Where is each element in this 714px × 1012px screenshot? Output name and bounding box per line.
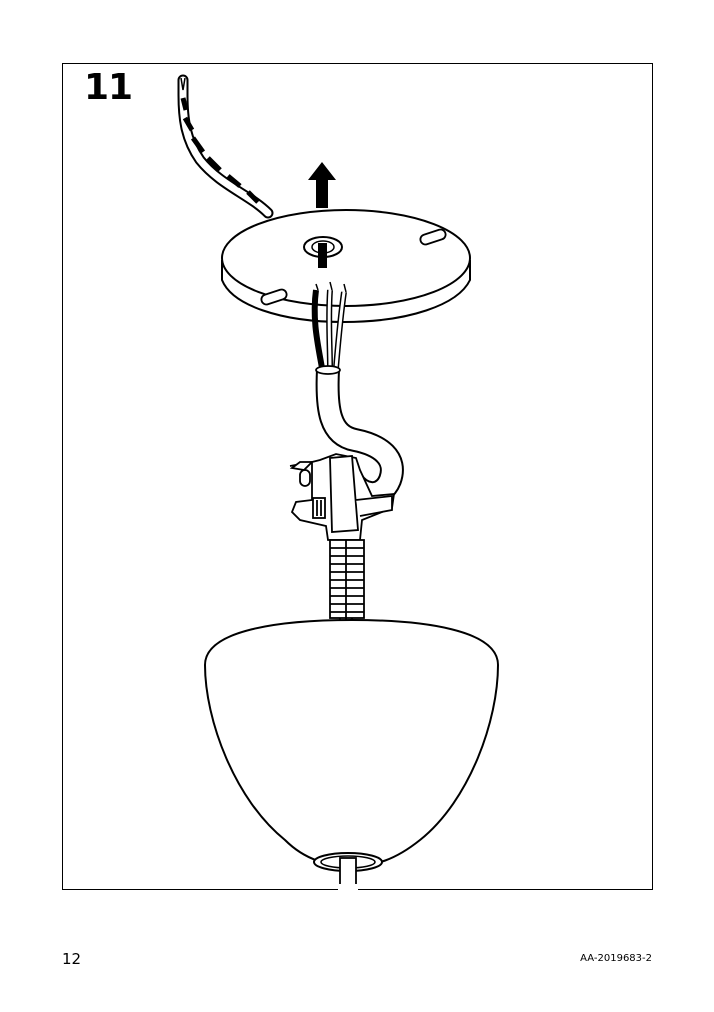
step-number: 11 (84, 67, 133, 108)
up-arrow-icon (308, 162, 336, 208)
ceiling-canopy-icon (221, 209, 471, 324)
document-code: AA-2019683-2 (580, 953, 652, 964)
lamp-cable (315, 365, 404, 506)
lamp-wires (311, 281, 347, 369)
page-number: 12 (62, 950, 82, 968)
lamp-shade-icon (203, 618, 500, 892)
cord-grip-clamp-icon (289, 453, 396, 632)
supply-cable-icon (177, 74, 274, 219)
